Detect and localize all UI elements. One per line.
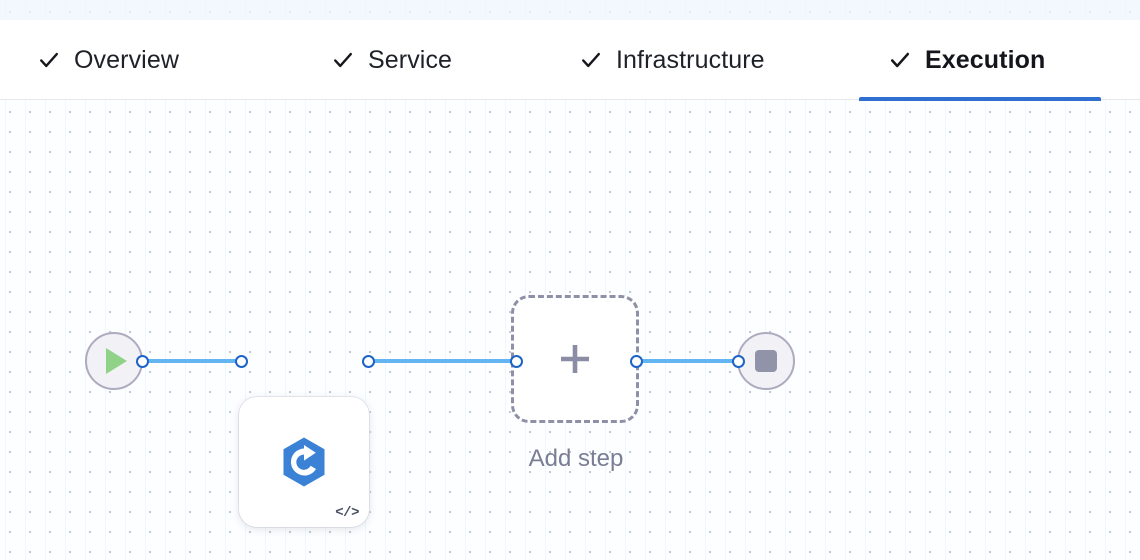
step-node-rollout-deployment[interactable]: </> (239, 397, 369, 527)
tab-infrastructure[interactable]: Infrastructure (578, 20, 767, 100)
plus-icon (556, 340, 594, 378)
code-icon: </> (335, 505, 359, 521)
port-end-input[interactable] (732, 355, 745, 368)
edge-start-to-step[interactable] (140, 359, 244, 363)
tab-overview-label: Overview (74, 45, 179, 74)
port-add-output[interactable] (630, 355, 643, 368)
check-icon (332, 49, 354, 71)
tab-service-label: Service (368, 45, 453, 74)
add-step-node[interactable] (511, 295, 639, 423)
tab-execution[interactable]: Execution (859, 20, 1101, 101)
check-icon (889, 49, 911, 71)
tab-execution-label: Execution (925, 45, 1046, 74)
tab-execution-content: Execution (889, 45, 1046, 74)
port-step-output[interactable] (362, 355, 375, 368)
check-icon (580, 49, 602, 71)
tab-infrastructure-label: Infrastructure (616, 45, 765, 74)
port-add-input[interactable] (510, 355, 523, 368)
pipeline-end-node[interactable] (737, 332, 795, 390)
port-step-input[interactable] (235, 355, 248, 368)
stop-icon (755, 350, 777, 372)
pipeline-stage-tabs: Overview Service Infrastructure (0, 20, 1140, 101)
port-start-output[interactable] (136, 355, 149, 368)
pipeline-graph[interactable]: </> Rollout Deployment Add step (0, 100, 1140, 560)
edge-add-to-end[interactable] (634, 359, 740, 363)
pipeline-start-node[interactable] (85, 332, 143, 390)
tab-overview[interactable]: Overview (36, 20, 181, 100)
rollout-deployment-icon (278, 436, 330, 488)
edge-step-to-add[interactable] (366, 359, 518, 363)
play-icon (106, 348, 127, 374)
active-tab-indicator (859, 97, 1101, 101)
add-step-label: Add step (528, 445, 624, 472)
check-icon (38, 49, 60, 71)
tab-service[interactable]: Service (330, 20, 454, 100)
